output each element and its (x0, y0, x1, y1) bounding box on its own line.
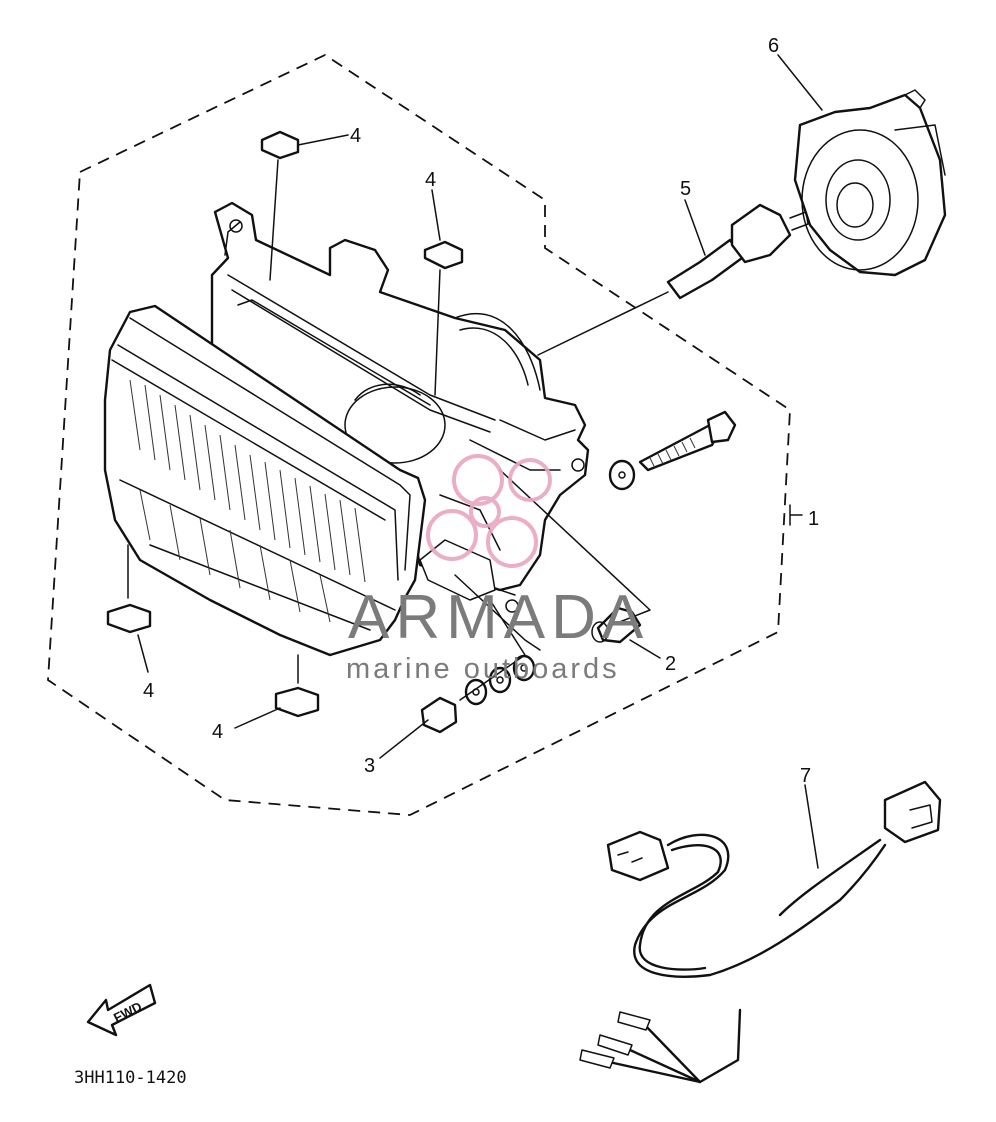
washer-upper (608, 459, 636, 491)
bulb-part-2 (591, 606, 642, 644)
armada-logo (426, 454, 552, 568)
callout-7: 7 (800, 765, 811, 787)
headlight-assembly (103, 201, 590, 657)
clip-bottom-left (106, 544, 152, 634)
clip-bottom-center (274, 654, 320, 718)
halogen-bulb (537, 203, 809, 356)
callout-4-bottom-center: 4 (212, 721, 223, 743)
drawing-code: 3HH110-1420 (74, 1068, 187, 1088)
clip-top-left (260, 130, 300, 281)
socket-cover (793, 89, 947, 277)
wire-harness (579, 780, 942, 1084)
callout-3: 3 (364, 755, 375, 777)
callout-4-top-center: 4 (425, 169, 436, 191)
callout-1: 1 (808, 508, 819, 530)
forward-arrow-label: FWD (111, 999, 144, 1026)
assembly-boundary (47, 53, 791, 816)
callout-4-top-left: 4 (350, 125, 361, 147)
callout-5: 5 (680, 178, 691, 200)
armada-watermark: ARMADA marine outboards (346, 454, 649, 685)
bulb-part-3 (420, 696, 458, 734)
watermark-brand: ARMADA (348, 583, 649, 652)
callout-4-bottom-left: 4 (143, 680, 154, 702)
callout-6: 6 (768, 35, 779, 57)
callout-2: 2 (665, 653, 676, 675)
clip-top-center (423, 240, 464, 396)
watermark-tagline: marine outboards (346, 653, 620, 685)
forward-arrow: FWD (86, 983, 157, 1037)
adjuster-bolt (638, 410, 737, 472)
